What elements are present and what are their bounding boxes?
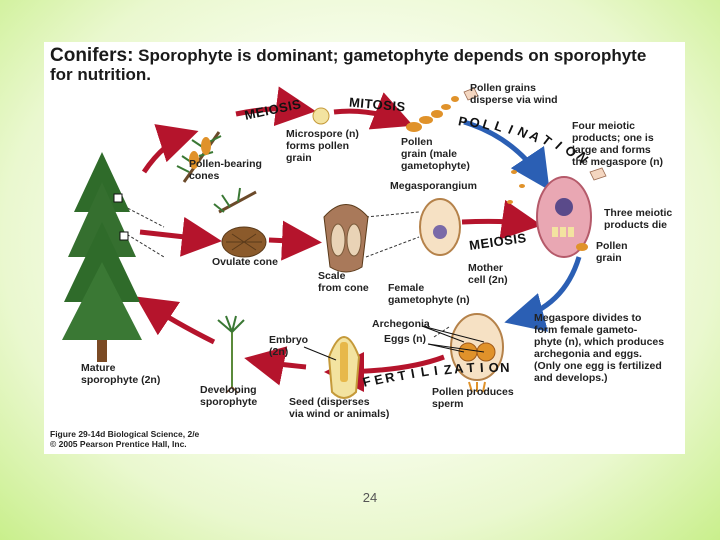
label-female-gametophyte: Female gametophyte (n) — [388, 282, 470, 306]
fertilization-letter: N — [499, 359, 511, 376]
archegonia-illustration — [450, 313, 504, 393]
label-pollen-grain-right: Pollen grain — [596, 240, 628, 264]
label-megaspore-divides: Megaspore divides to form female gameto-… — [534, 312, 665, 384]
microspore-illustration — [312, 107, 330, 125]
page-number: 24 — [362, 490, 378, 505]
arrow-developing-to-mature — [135, 296, 216, 345]
life-cycle-diagram — [62, 86, 607, 399]
arrow-cones-to-microspore — [235, 86, 316, 127]
label-developing-sporophyte: Developing sporophyte — [200, 384, 258, 408]
figure-caption: Figure 29-14d Biological Science, 2/e © … — [50, 429, 200, 449]
developing-sporophyte-illustration — [217, 315, 245, 394]
arrow-megasporangium-to-ovule — [461, 199, 542, 240]
arrow-cone-to-scale — [268, 220, 322, 261]
figure-title: Conifers: Sporophyte is dominant; gameto… — [50, 46, 650, 84]
megasporangium-illustration — [419, 198, 461, 256]
label-three-meiotic: Three meiotic products die — [604, 207, 673, 231]
arrow-pollination — [463, 119, 550, 191]
label-pollen-bearing-cones: Pollen-bearing cones — [189, 158, 262, 182]
arrow-microspore-to-pollen — [333, 92, 414, 130]
label-eggs: Eggs (n) — [384, 333, 426, 345]
label-scale-from-cone: Scale from cone — [318, 270, 369, 294]
label-archegonia: Archegonia — [372, 318, 430, 330]
ovulate-cone-illustration — [213, 187, 267, 258]
label-megasporangium: Megasporangium — [390, 180, 477, 192]
label-mother-cell: Mother cell (2n) — [468, 262, 508, 286]
megaspore-ovule-illustration — [536, 176, 592, 258]
title-rest: Sporophyte is dominant; gametophyte depe… — [50, 46, 647, 84]
hand-pointer-icons — [463, 87, 607, 181]
label-four-meiotic: Four meiotic products; one is large and … — [572, 120, 664, 168]
pollen-grains-illustration — [406, 96, 525, 204]
label-mature-sporophyte: Mature sporophyte (2n) — [81, 362, 161, 386]
scale-from-cone-illustration — [323, 204, 369, 273]
label-pollen-disperse: Pollen grains disperse via wind — [470, 82, 558, 106]
pollen-bearing-cones-illustration — [176, 131, 222, 183]
label-microspore: Microspore (n) forms pollen grain — [286, 128, 359, 164]
conifer-life-cycle-figure: Conifers: Sporophyte is dominant; gameto… — [44, 42, 685, 454]
arrow-seed-to-developing — [244, 346, 307, 386]
label-embryo: Embryo (2n) — [269, 334, 309, 358]
label-pollen-produces-sperm: Pollen produces sperm — [432, 386, 514, 410]
arrow-to-female-gametophyte — [504, 256, 582, 332]
mature-tree-illustration — [62, 152, 142, 362]
arrow-tree-to-ovulate-cone — [139, 216, 222, 257]
label-seed: Seed (disperses via wind or animals) — [289, 396, 390, 420]
seed-embryo-illustration — [303, 336, 361, 399]
label-ovulate-cone: Ovulate cone — [212, 256, 278, 268]
label-pollen-grain: Pollen grain (male gametophyte) — [401, 136, 470, 172]
title-lead: Conifers: — [50, 45, 134, 66]
pointer-lines — [421, 325, 485, 353]
arrow-tree-to-pollen-cones — [141, 124, 199, 174]
